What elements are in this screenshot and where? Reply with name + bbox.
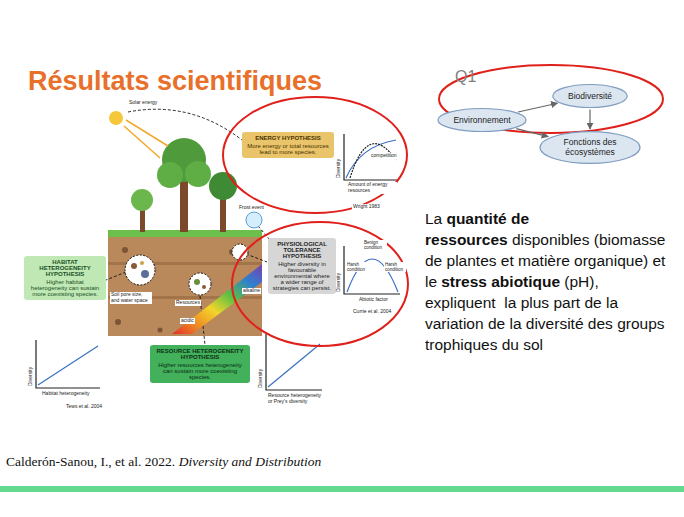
leader-lines [106,272,126,280]
slide-title: Résultats scientifiques [28,66,322,97]
habitat-graph [38,346,98,385]
leader-lines [246,254,267,262]
ph-gradient-bar [172,264,262,334]
hypothesis-box: ENERGY HYPOTHESIS More energy or total re… [242,132,334,158]
hypothesis-box: PHYSIOLOGICAL TOLERANCE HYPOTHESIS Higher… [268,238,336,294]
soil [115,319,121,325]
ellipse-shape [438,108,526,131]
axis-label: Diversity [336,273,342,292]
magnifier-circles [202,285,206,289]
habitat-graph [36,340,100,388]
condition-label: Harsh condition [346,262,368,272]
axis-label: Amount of energy resources [347,182,397,194]
highlight-ellipses [223,97,407,213]
energy-graph [350,144,396,178]
trees [131,189,153,211]
magnifier-circles [125,255,155,285]
arrow-connector [589,110,590,130]
reference: Calderón-Sanou, I., et al. 2022. Diversit… [6,454,606,470]
soil [158,328,163,333]
axis-label: Diversity [336,159,342,178]
magnifier-circles [131,263,137,269]
highlight-ellipses [439,65,663,133]
explanation-text: Laquantité de ressourcesdisponibles (bio… [425,208,673,355]
magnifier-circles [140,261,144,265]
energy-graph [344,134,398,180]
illustration-label: Resources [175,300,201,306]
sun-rays [124,126,160,158]
node-heading: PHYSIOLOGICAL TOLERANCE HYPOTHESIS [272,241,332,259]
trees [157,162,183,188]
hypothesis-box: RESOURCE HETEROGENEITY HYPOTHESIS Higher … [150,345,250,383]
arrow-connector [516,129,548,137]
resource-graph [268,344,320,387]
journal-name: Diversity and Distribution [179,454,322,469]
trees [131,138,237,232]
bottom-bar [0,486,684,492]
condition-label: Benign condition [363,240,387,250]
magnifier-circles [189,273,211,295]
ellipse-node: Biodiversité [552,84,628,108]
node-heading: RESOURCE HETEROGENEITY HYPOTHESIS [154,348,246,360]
frost-event [246,212,262,228]
magnifier-circles [194,279,200,285]
magnifier-circles [141,270,149,278]
ellipse-node: Environnement [437,108,527,132]
soil [108,236,262,336]
curve-label: competition [370,153,398,159]
citation-label: Currie et al. 2004 [352,309,392,315]
axis-label: Resource heterogeneity or Prey's diversi… [268,393,326,405]
node-text: Fonctions des écosystèmes [545,137,635,157]
axis-label: Diversity [258,369,264,388]
node-heading: HABITAT HETEROGENEITY HYPOTHESIS [28,259,102,277]
emphasis-text: stress abiotique [441,273,560,290]
ellipse-shape [553,84,627,107]
question-label: Q1 [455,68,476,86]
leader-lines [128,109,242,140]
condition-label: Harsh condition [384,262,406,272]
ph-gradient-bar [172,264,262,334]
illustration-label: Soil pore size, and water space [110,292,152,304]
magnifier-circles [125,244,248,295]
ph-label: acidic [180,318,195,324]
node-text: Environnement [453,115,510,125]
hypothesis-box: HABITAT HETEROGENEITY HYPOTHESIS Higher h… [24,256,106,300]
node-text: Higher habitat heterogeneity can sustain… [28,279,102,297]
axis-label: Diversity [28,367,34,386]
citation-label: Tews et al. 2004 [66,404,102,410]
energy-graph [346,140,396,178]
node-text: Higher diversity in favourable environme… [272,261,332,291]
soil [122,247,128,253]
sun-rays [109,111,168,158]
trees [209,172,237,200]
trees [185,161,211,187]
node-text: Higher resources heterogeneity can susta… [154,362,246,380]
energy-graph [344,134,398,180]
ellipse-node: Fonctions des écosystèmes [539,131,641,164]
habitat-graph [36,340,100,388]
axis-label: Abiotic factor [358,297,389,303]
ellipse-shape [540,131,640,163]
frost-event [246,212,262,228]
soil [108,236,262,336]
illustration-label: Solar energy [128,100,158,106]
node-heading: ENERGY HYPOTHESIS [246,135,330,141]
highlight-ellipses [232,222,408,346]
node-text: Biodiversité [568,91,612,101]
illustration-label: Frost event [238,205,265,211]
axis-label: Habitat heterogeneity [42,391,90,397]
arrow-connector [518,103,557,112]
citation-label: Wright 1983 [352,204,381,210]
ph-label: alkaline [242,288,261,294]
reference-text: Calderón-Sanou, I., et al. 2022. [6,454,175,469]
body-text: La [425,210,442,227]
node-text: More energy or total resources lead to m… [246,143,330,155]
sun-rays [109,111,123,125]
sun-rays [126,120,168,146]
